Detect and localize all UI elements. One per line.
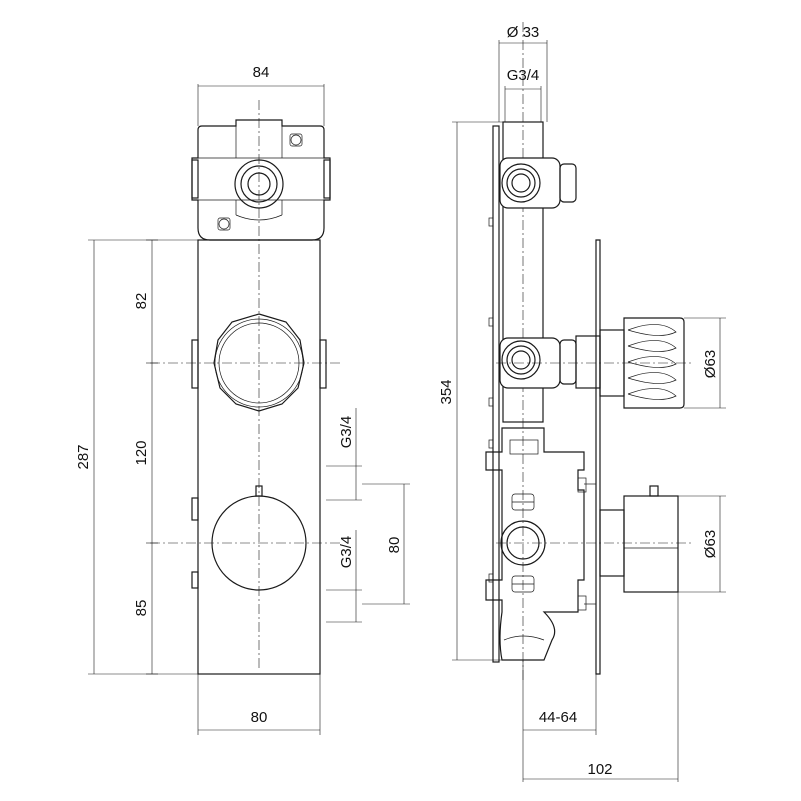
front-dim-80-ports: 80	[386, 537, 403, 554]
front-dim-ports: G3/4 G3/4 80	[326, 408, 410, 623]
front-dim-chain: 82 120 85	[133, 239, 158, 675]
side-view: Ø 33 G3/4 354 Ø63 Ø63	[438, 22, 726, 782]
front-dim-g34-upper: G3/4	[338, 416, 355, 449]
side-dim-total-depth: 102	[523, 592, 679, 782]
side-dim-44-64: 44-64	[539, 709, 577, 726]
front-dim-total-height: 287	[75, 239, 198, 675]
front-dim-g34-lower: G3/4	[338, 536, 355, 569]
side-wall-plate	[492, 125, 500, 663]
side-lower-knob	[599, 485, 679, 593]
front-view: 84 80 287 82 120 85	[75, 64, 410, 735]
side-dim-63-lower: Ø63	[702, 530, 719, 558]
front-body-outline	[197, 239, 321, 675]
side-dim-depth-range: 44-64	[522, 660, 597, 782]
side-finish-plate	[595, 239, 601, 675]
front-dim-bottom-width: 80	[197, 674, 321, 735]
side-top-port	[499, 157, 577, 209]
side-dim-knob-upper: Ø63	[684, 317, 726, 409]
front-dim-85: 85	[133, 600, 150, 617]
side-dim-diameter-33: Ø 33	[507, 24, 540, 41]
front-dim-120: 120	[133, 440, 150, 465]
side-dim-knob-lower: Ø63	[678, 495, 726, 593]
front-head-port-inner	[247, 172, 271, 196]
front-dim-top-width: 84	[197, 64, 325, 126]
front-left-lug	[191, 339, 199, 389]
front-head-bolt-bottom	[218, 218, 230, 230]
front-dim-80-width: 80	[251, 709, 268, 726]
side-dim-pipe: Ø 33 G3/4	[498, 24, 548, 122]
front-lower-lug-b	[191, 571, 199, 589]
side-middle-port	[499, 337, 577, 389]
side-dim-g34: G3/4	[507, 67, 540, 84]
front-right-lug	[319, 339, 327, 389]
front-head-port-middle	[240, 165, 278, 203]
side-dim-63-upper: Ø63	[702, 350, 719, 378]
front-dim-82: 82	[133, 293, 150, 310]
side-vertical-pipe	[502, 121, 544, 423]
side-lower-valve-body	[485, 427, 596, 661]
front-lower-lug-a	[191, 497, 199, 521]
side-dim-102: 102	[587, 761, 612, 778]
front-head-bolt-top	[290, 134, 302, 146]
front-dim-287: 287	[75, 444, 92, 469]
side-dim-354: 354	[438, 379, 455, 404]
front-dim-84: 84	[253, 64, 270, 81]
front-valve-head	[191, 119, 331, 241]
front-head-port-outer	[234, 159, 284, 209]
side-dim-total-height: 354	[438, 121, 503, 661]
